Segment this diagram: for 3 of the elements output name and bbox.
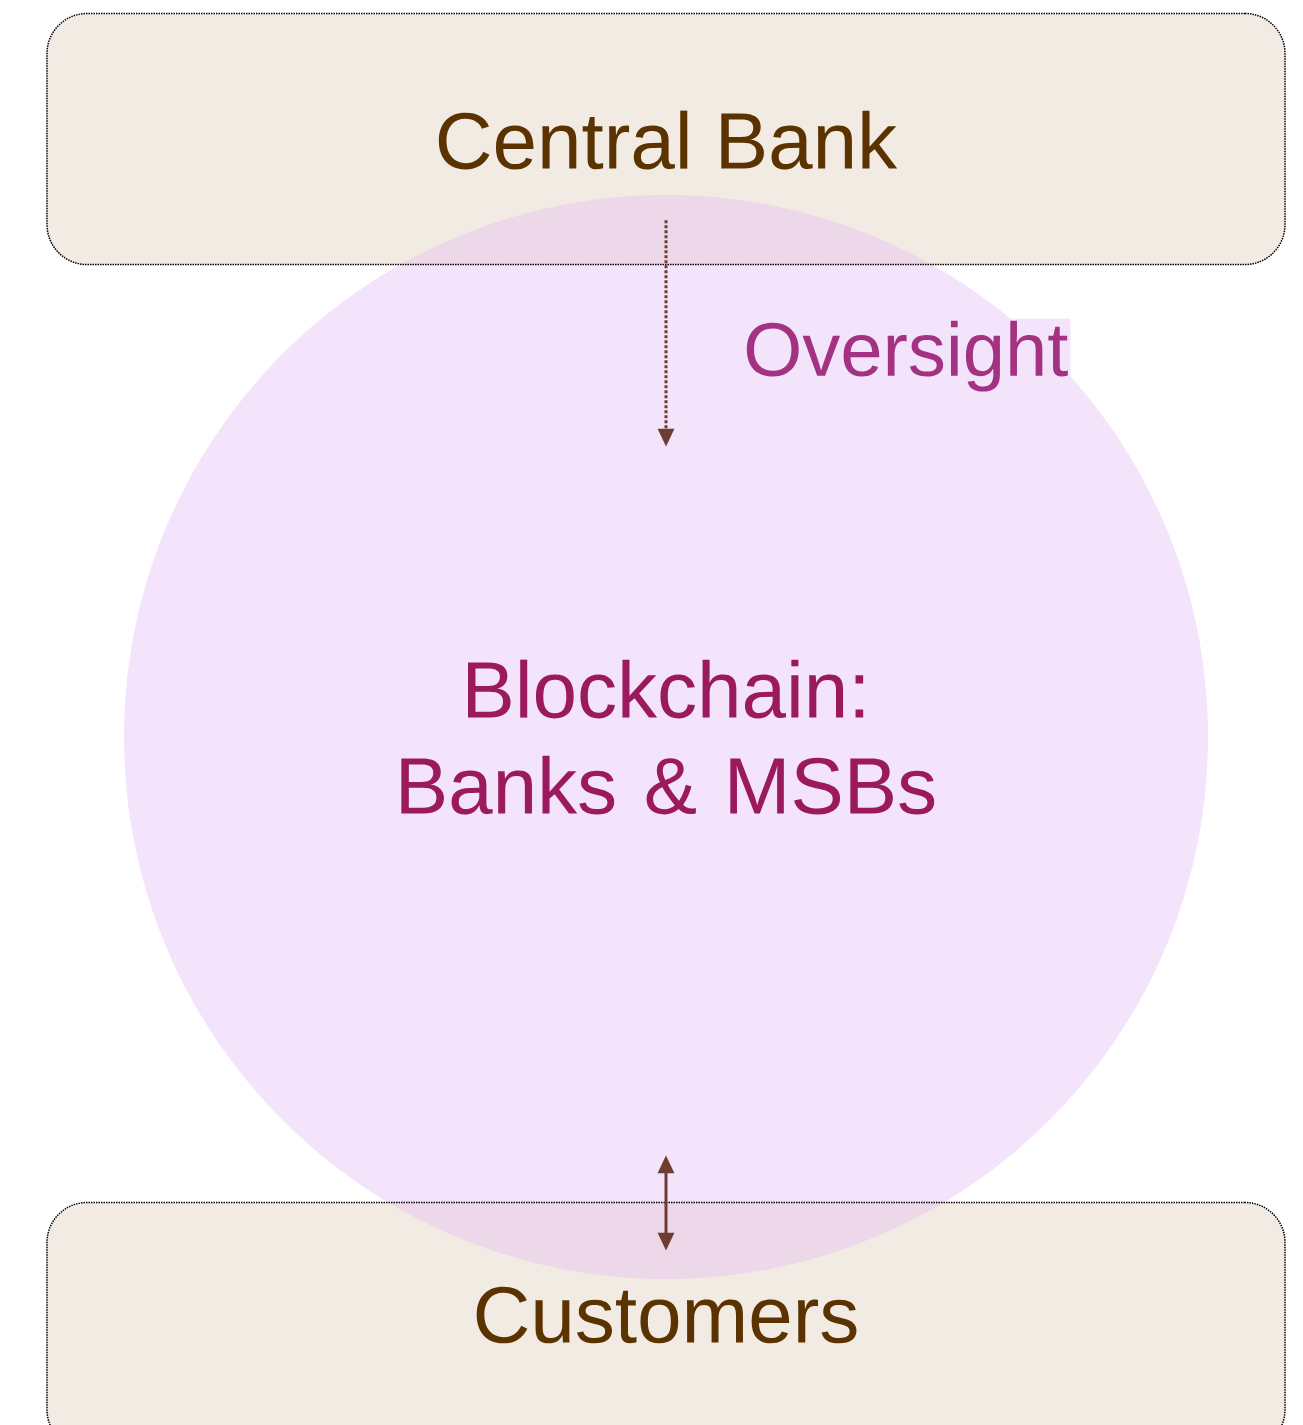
rounded-box: Central Bank: [46, 12, 1286, 266]
rounded-box: Customers: [46, 1201, 1286, 1425]
edge-label: Oversight: [741, 318, 1071, 394]
